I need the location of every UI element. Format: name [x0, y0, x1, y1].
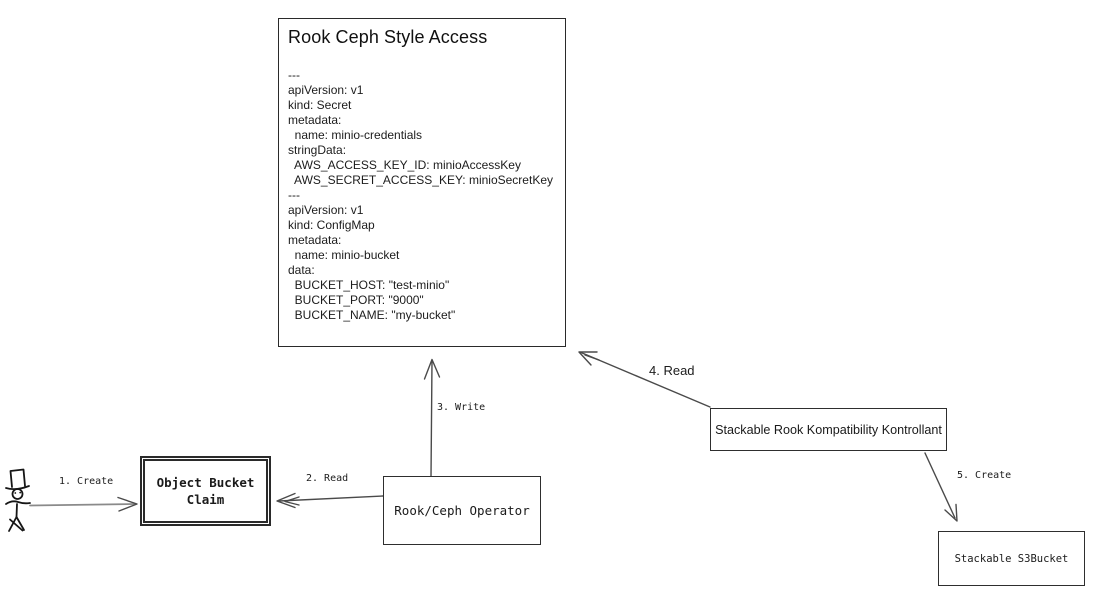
edge-label-2-read: 2. Read: [306, 473, 349, 484]
edge-5-arrowhead: [944, 503, 958, 522]
edge-3-write: [423, 358, 441, 478]
edge-label-3-write: 3. Write: [437, 402, 486, 413]
actor-leg-cross: [9, 518, 24, 532]
actor-leg-right: [15, 516, 25, 531]
edge-2-read: [276, 492, 384, 509]
actor-arms: [5, 500, 31, 505]
edge-4-arrowhead: [578, 351, 598, 366]
edge-1-shaft: [29, 503, 136, 507]
edge-5-shaft: [924, 452, 956, 519]
actor-eye-right: [19, 491, 22, 494]
node-title: Rook Ceph Style Access: [288, 27, 488, 47]
node-stackable-s3bucket: Stackable S3Bucket: [938, 531, 1085, 586]
edge-3-shaft: [430, 360, 433, 478]
edge-3-arrowhead: [423, 358, 441, 380]
node-stackable-rook-kompatibility-kontrollant: Stackable Rook Kompatibility Kontrollant: [710, 408, 947, 451]
edge-label-4-read: 4. Read: [649, 363, 695, 378]
edge-4-read: [578, 351, 711, 408]
node-label: Stackable S3Bucket: [954, 552, 1069, 565]
actor-head: [11, 488, 24, 500]
edge-5-create: [924, 452, 958, 522]
node-label: Rook/Ceph Operator: [394, 503, 530, 518]
edge-4-shaft: [580, 351, 711, 408]
edge-4-arrowhead-stroke2: [584, 354, 600, 361]
top-hat-icon: [9, 468, 26, 488]
edge-2-arrowhead-stroke2: [284, 496, 300, 506]
edge-1-create: [29, 496, 138, 512]
edge-label-1-create: 1. Create: [59, 476, 114, 487]
node-rook-ceph-style-access: Rook Ceph Style Access --- apiVersion: v…: [278, 18, 566, 347]
node-object-bucket-claim: Object Bucket Claim: [140, 456, 271, 526]
actor-eye-left: [14, 492, 17, 494]
edge-2-arrowhead: [276, 492, 296, 509]
edge-2-shaft: [278, 495, 384, 502]
edge-label-5-create: 5. Create: [957, 470, 1012, 481]
node-label: Stackable Rook Kompatibility Kontrollant: [715, 422, 942, 437]
node-rook-ceph-operator: Rook/Ceph Operator: [383, 476, 541, 545]
edge-1-arrowhead: [117, 496, 138, 512]
yaml-manifest-text: --- apiVersion: v1 kind: Secret metadata…: [288, 68, 553, 322]
user-actor-figure: [5, 468, 31, 532]
node-label: Object Bucket Claim: [156, 475, 255, 507]
actor-body: [15, 503, 18, 518]
actor-leg-left: [8, 516, 18, 532]
